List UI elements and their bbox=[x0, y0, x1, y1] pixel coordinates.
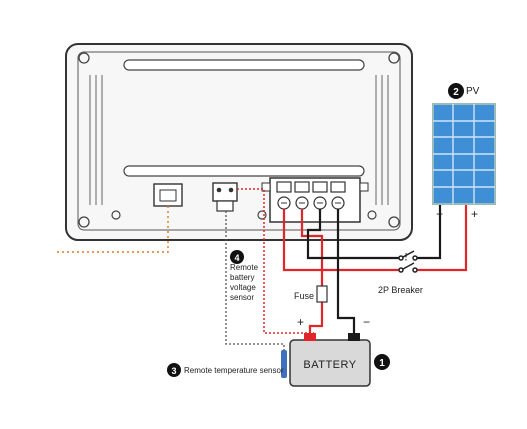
pv-panel bbox=[432, 103, 496, 205]
badge-voltage-sensor: 4 bbox=[230, 250, 244, 264]
battery-minus-mark: − bbox=[363, 315, 370, 329]
svg-text:Remote: Remote bbox=[230, 263, 259, 272]
battery-plus-mark: + bbox=[297, 315, 304, 329]
svg-text:2: 2 bbox=[453, 87, 459, 98]
temp-sensor-label: Remote temperature sensor bbox=[184, 366, 284, 375]
breaker-icon bbox=[398, 250, 418, 273]
fuse-icon bbox=[316, 285, 328, 303]
svg-text:4: 4 bbox=[234, 253, 239, 263]
positive-wires bbox=[282, 205, 468, 336]
svg-text:sensor: sensor bbox=[230, 293, 254, 302]
breaker-label: 2P Breaker bbox=[378, 285, 423, 295]
svg-text:1: 1 bbox=[379, 358, 385, 369]
pv-label: PV bbox=[466, 86, 480, 97]
svg-text:voltage: voltage bbox=[230, 283, 256, 292]
badge-temp-sensor: 3 bbox=[167, 363, 181, 377]
comm-wire bbox=[54, 206, 169, 253]
pv-minus-mark: − bbox=[436, 207, 443, 221]
temp-sensor-probe-icon bbox=[281, 350, 287, 378]
negative-wires bbox=[306, 205, 442, 336]
sensor-connector-icon bbox=[212, 182, 238, 212]
temp-sensor-wire bbox=[225, 211, 285, 350]
svg-text:battery: battery bbox=[230, 273, 254, 282]
terminal-block bbox=[261, 177, 369, 223]
svg-text:3: 3 bbox=[171, 366, 176, 376]
pv-plus-mark: + bbox=[471, 207, 478, 221]
fuse-label: Fuse bbox=[294, 291, 314, 301]
battery-label: BATTERY bbox=[303, 359, 356, 371]
badge-pv: 2 bbox=[448, 83, 464, 99]
voltage-sensor-label: Remote battery voltage sensor bbox=[230, 263, 259, 302]
voltage-sensor-wire bbox=[237, 188, 314, 334]
badge-battery: 1 bbox=[374, 354, 390, 370]
rj45-port-icon bbox=[153, 183, 183, 207]
battery: BATTERY bbox=[289, 333, 371, 387]
